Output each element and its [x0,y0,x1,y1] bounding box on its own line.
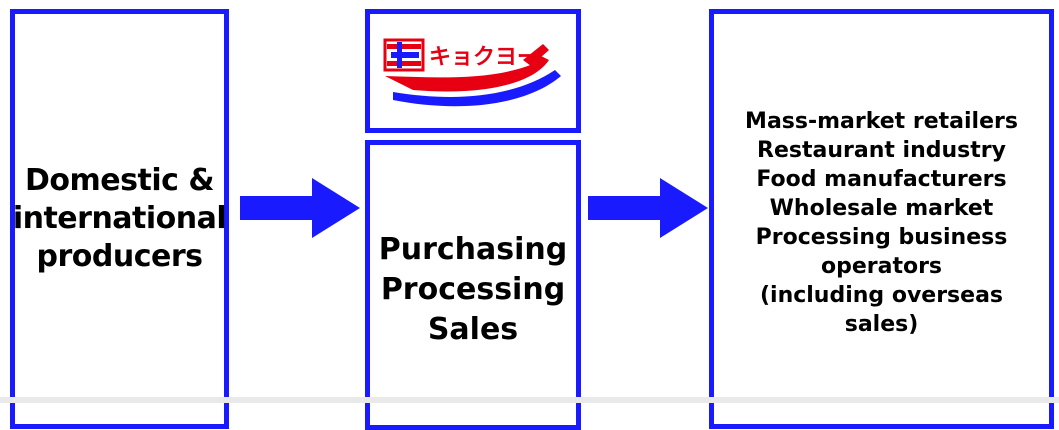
customer-line: operators [820,254,943,279]
bottom-divider [0,397,1059,403]
kyokuyo-logo-box: キョクヨー [365,9,581,133]
activity-item: Processing [380,272,566,307]
producers-line: international [12,201,227,236]
customer-line: Processing business [755,225,1008,250]
producers-line: producers [36,239,204,274]
producers-box: Domestic & international producers [10,9,229,429]
activity-item: Purchasing [378,232,568,267]
producers-label: Domestic & international producers [12,162,227,276]
right-arrow-icon [240,178,360,238]
activity-item: Sales [427,312,519,347]
customers-label: Mass-market retailers Restaurant industr… [745,99,1018,339]
right-arrow-icon [588,178,708,238]
producers-line: Domestic & [25,163,215,198]
customer-line: Food manufacturers [756,167,1007,192]
customer-line: Mass-market retailers [745,109,1018,134]
kyokuyo-logo: キョクヨー [383,38,561,107]
activities-label: Purchasing Processing Sales [379,220,568,350]
svg-text:キョクヨー: キョクヨー [429,45,539,70]
customer-line: sales) [844,312,919,337]
customer-line: Restaurant industry [757,138,1006,163]
customer-line: (including overseas [759,283,1004,308]
customers-box: Mass-market retailers Restaurant industr… [709,9,1054,429]
company-activities-box: Purchasing Processing Sales [365,140,581,430]
customer-line: Wholesale market [769,196,994,221]
